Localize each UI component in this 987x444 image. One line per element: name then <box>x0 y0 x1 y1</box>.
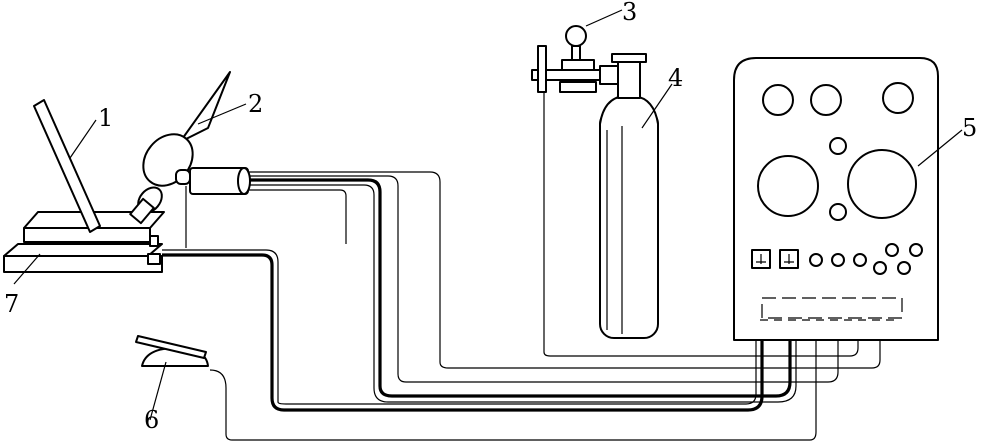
gas-hose-line <box>248 189 347 244</box>
torch-power-cable-inner <box>248 184 797 403</box>
label-5: 5 <box>962 114 977 142</box>
gas-regulator <box>531 25 619 93</box>
label-4: 4 <box>668 64 683 92</box>
cable-bundle <box>162 92 881 441</box>
label-7: 7 <box>4 290 19 318</box>
foot-switch-cable <box>209 268 817 441</box>
welding-torch <box>129 71 251 225</box>
return-cable-inner <box>162 249 757 405</box>
label-2: 2 <box>248 90 263 118</box>
return-cable <box>162 253 764 412</box>
torch-power-cable <box>248 178 792 398</box>
label-3: 3 <box>622 0 637 26</box>
control-line-b <box>248 171 881 369</box>
gas-cylinder <box>599 53 659 339</box>
labels: 1 2 3 4 5 6 7 <box>4 0 977 434</box>
label-6: 6 <box>144 406 159 434</box>
welding-power-source <box>733 57 939 341</box>
workpiece-table <box>3 211 165 273</box>
leader-lines <box>13 9 963 421</box>
welding-rod <box>33 99 101 233</box>
control-line-a <box>248 175 839 383</box>
label-1: 1 <box>98 104 113 132</box>
foot-switch <box>135 335 209 367</box>
gas-supply-line <box>543 92 859 357</box>
